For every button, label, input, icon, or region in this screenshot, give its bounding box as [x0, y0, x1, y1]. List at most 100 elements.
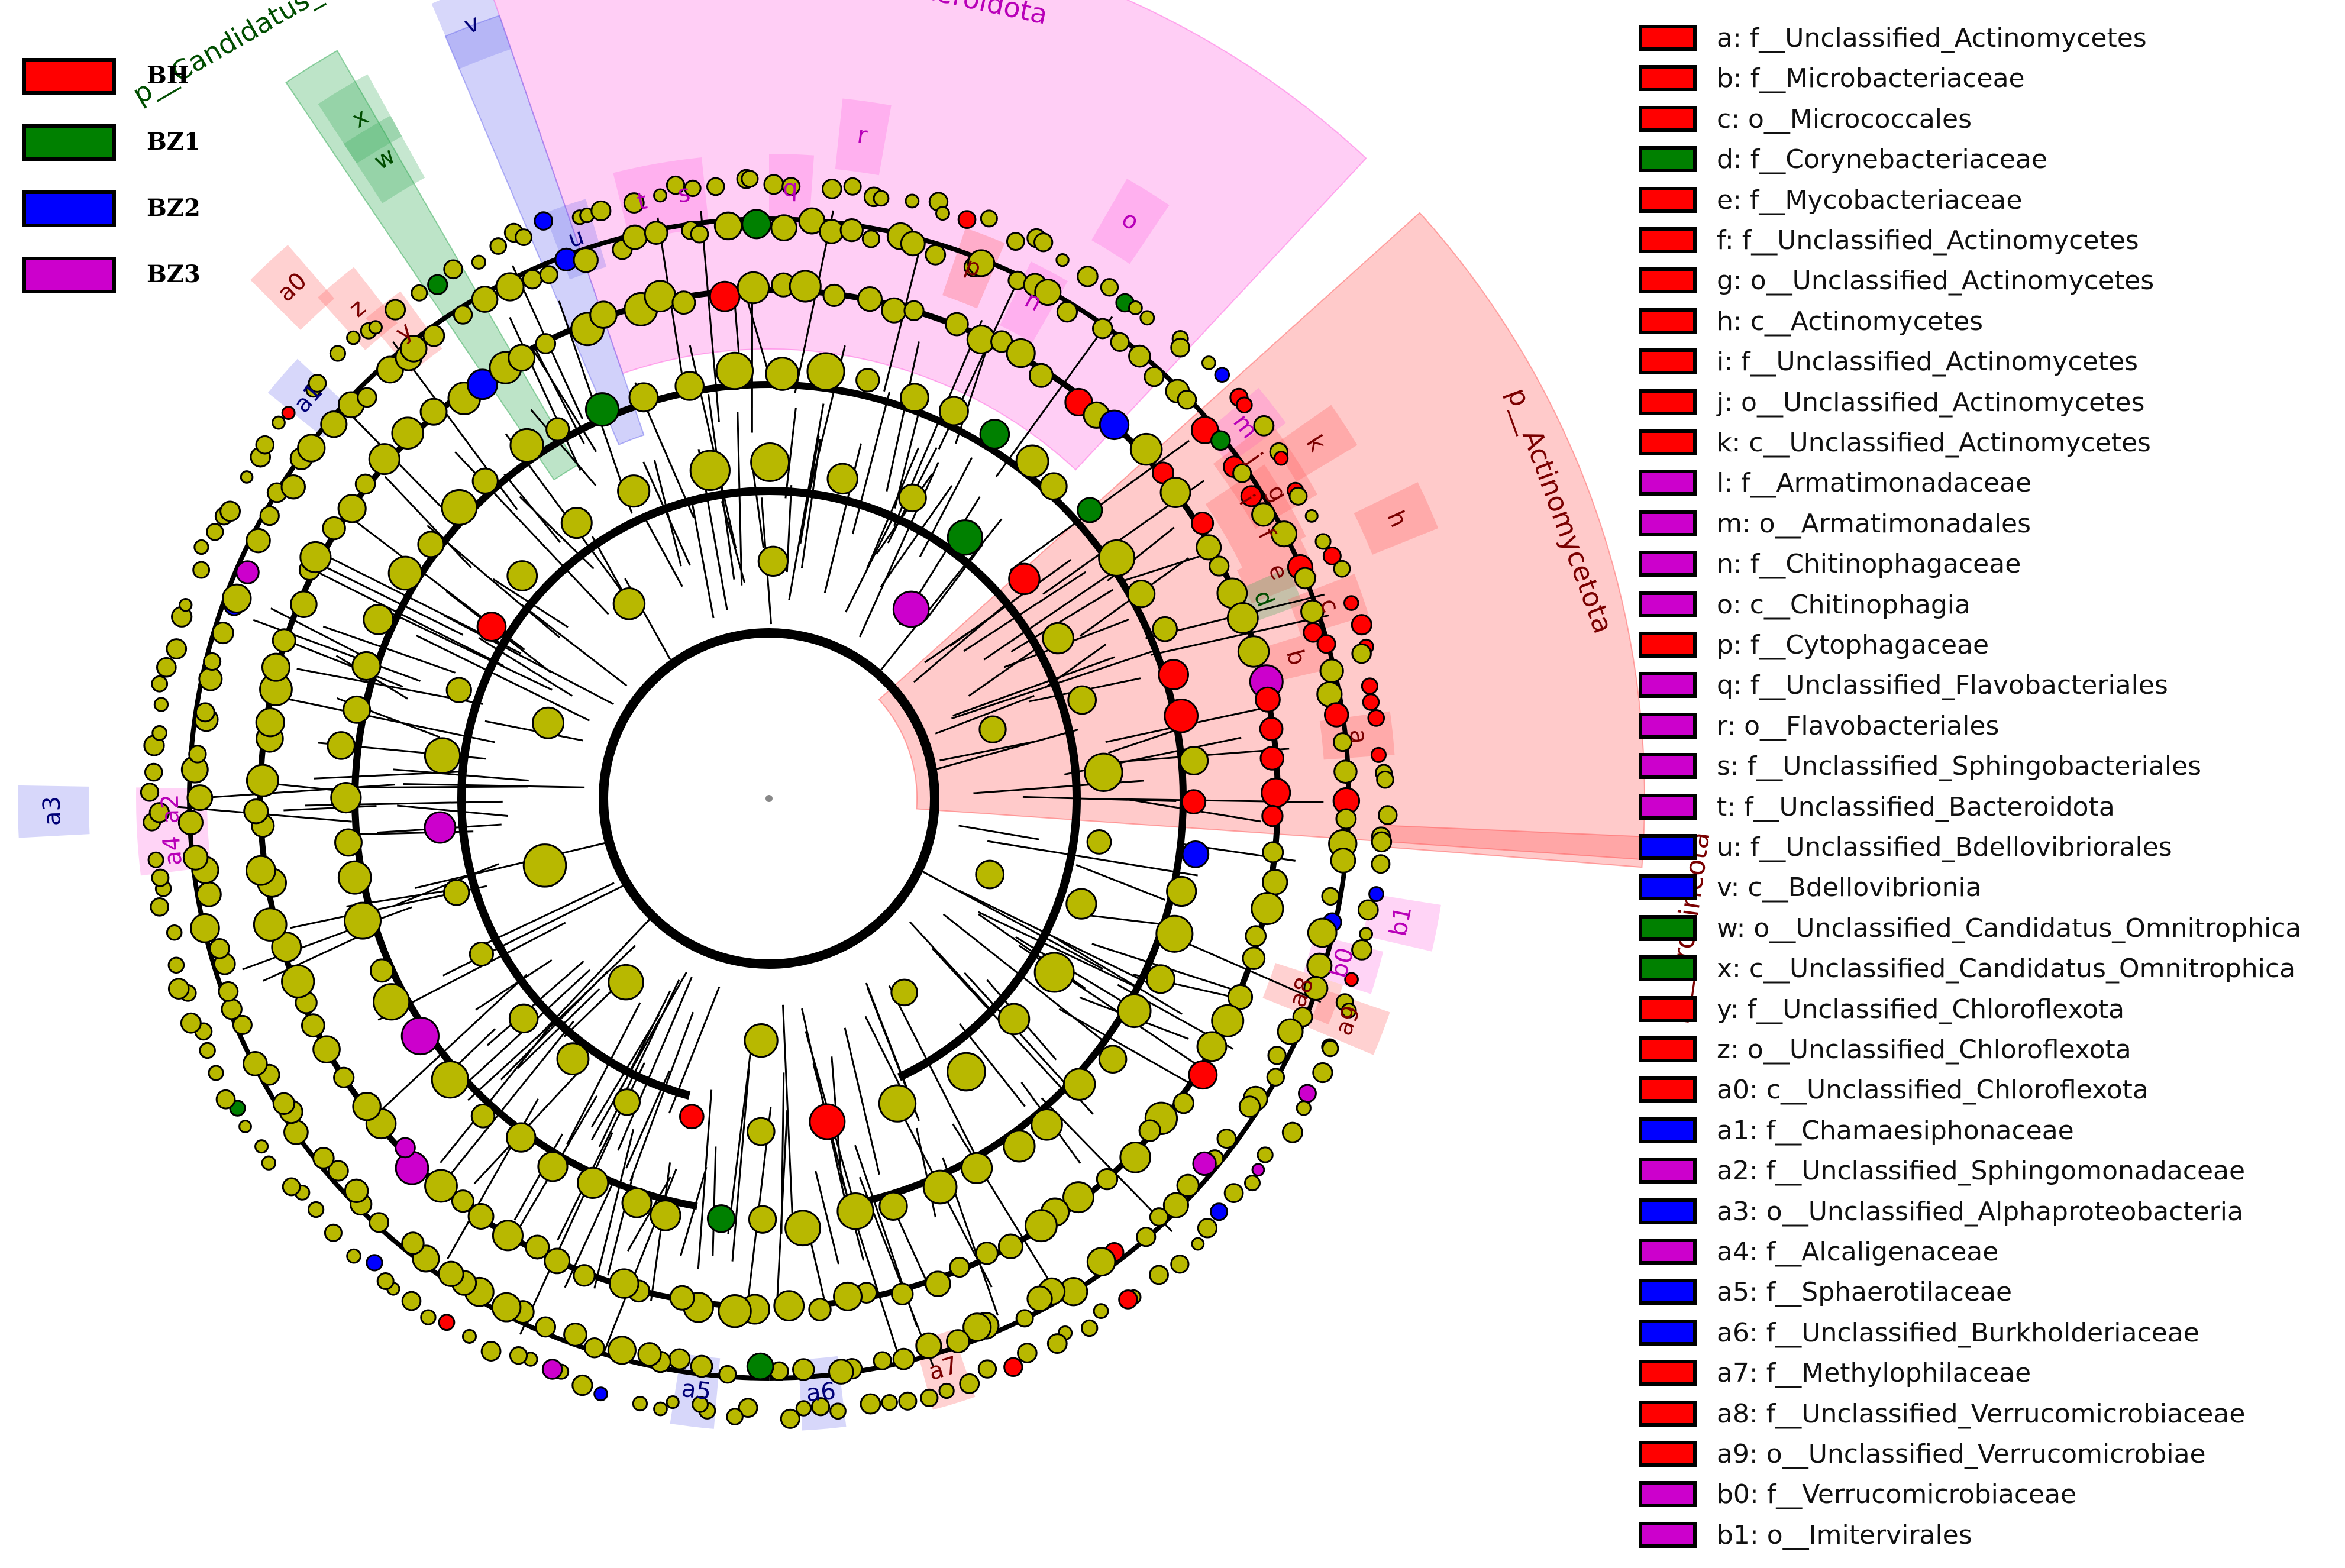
tree-node — [272, 1092, 296, 1116]
tree-node — [718, 1294, 752, 1328]
tree-node — [180, 1012, 202, 1034]
tree-node — [741, 170, 759, 188]
tree-node — [1214, 367, 1230, 383]
tree-branch — [509, 316, 582, 471]
tree-node — [1361, 677, 1379, 695]
tree-node — [1245, 925, 1267, 948]
tree-node — [1316, 634, 1336, 654]
tree-node — [346, 1248, 361, 1264]
tree-node — [344, 1178, 369, 1204]
tree-node — [765, 357, 800, 391]
tree-branch — [403, 783, 585, 788]
tree-node — [1170, 1255, 1190, 1274]
tree-branch — [530, 409, 597, 486]
tree-branch — [799, 435, 820, 544]
tree-node — [1006, 338, 1036, 368]
marker-wedge — [657, 157, 709, 234]
tree-node — [1181, 840, 1210, 868]
tree-node — [179, 598, 193, 612]
tree-branch — [440, 1020, 574, 1186]
tree-node — [560, 507, 593, 539]
tree-branch — [1010, 589, 1114, 653]
tree-node — [1192, 1151, 1217, 1176]
tree-node — [706, 177, 725, 196]
tree-node — [612, 587, 646, 620]
tree-node — [196, 881, 222, 907]
tree-node — [1277, 1018, 1304, 1045]
tree-branch — [304, 564, 505, 667]
taxa-legend-swatch — [1639, 470, 1697, 496]
tree-node — [898, 483, 927, 513]
tree-branch — [668, 986, 721, 1114]
tree-node — [299, 541, 332, 574]
tree-branch — [195, 784, 396, 800]
tree-node — [1197, 1218, 1218, 1239]
tree-node — [282, 1177, 301, 1197]
tree-branch — [924, 544, 984, 622]
tree-node — [1033, 952, 1075, 993]
taxa-legend-swatch — [1639, 308, 1697, 334]
tree-branch — [751, 464, 765, 549]
tree-node — [1240, 485, 1263, 507]
taxa-legend-item: y: f__Unclassified_Chloroflexota — [1639, 992, 2343, 1033]
tree-node — [1155, 914, 1194, 953]
taxa-legend-label: a1: f__Chamaesiphonaceae — [1717, 1115, 2074, 1146]
taxa-legend-label: t: f__Unclassified_Bacteroidota — [1717, 791, 2115, 822]
tree-node — [420, 1309, 437, 1325]
tree-node — [945, 312, 969, 337]
tree-node — [644, 221, 668, 245]
taxa-legend-label: b: f__Microbacteriaceae — [1717, 63, 2025, 94]
tree-root — [765, 795, 773, 802]
tree-node — [1371, 854, 1391, 874]
tree-branch — [270, 607, 373, 662]
tree-node — [590, 200, 612, 222]
tree-node — [354, 473, 376, 495]
taxa-legend-swatch — [1639, 1521, 1697, 1548]
tree-node — [792, 1358, 815, 1381]
tree-node — [946, 1329, 970, 1354]
tree-node — [962, 1312, 992, 1342]
tree-node — [1236, 396, 1253, 414]
taxa-legend-item: o: c__Chitinophagia — [1639, 588, 2343, 628]
tree-node — [607, 1336, 637, 1365]
tree-node — [1357, 899, 1379, 921]
tree-node — [240, 470, 254, 484]
tree-node — [1304, 509, 1319, 523]
tree-node — [401, 1291, 422, 1311]
tree-node — [810, 1397, 831, 1417]
marker-wedge — [344, 115, 425, 203]
taxa-legend-item: t: f__Unclassified_Bacteroidota — [1639, 790, 2343, 830]
tree-node — [1118, 1289, 1138, 1310]
tree-node — [1330, 847, 1356, 874]
tree-node — [343, 901, 382, 940]
tree-node — [689, 450, 731, 491]
tree-node — [312, 1147, 335, 1169]
tree-node — [1166, 875, 1197, 907]
taxa-legend-swatch — [1639, 227, 1697, 253]
tree-node — [798, 207, 826, 235]
tree-node — [346, 330, 361, 345]
tree-node — [757, 545, 789, 577]
tree-branch — [379, 974, 528, 1112]
tree-branch — [389, 612, 553, 691]
taxa-legend-swatch — [1639, 874, 1697, 901]
taxa-legend-label: g: o__Unclassified_Actinomycetes — [1717, 266, 2155, 296]
tree-branch — [959, 890, 1154, 987]
tree-node — [1062, 1068, 1096, 1101]
tree-node — [219, 500, 241, 522]
tree-node — [1211, 1004, 1245, 1037]
tree-node — [1261, 804, 1284, 827]
marker-label: a — [1344, 728, 1372, 745]
tree-branch — [535, 916, 653, 1039]
tree-node — [391, 416, 425, 450]
tree-node — [706, 1204, 736, 1233]
taxa-legend-item: j: o__Unclassified_Actinomycetes — [1639, 386, 2343, 426]
tree-node — [957, 210, 977, 229]
tree-node — [628, 382, 659, 413]
tree-branch — [995, 316, 1113, 477]
tree-ring — [457, 487, 1081, 1100]
tree-node — [826, 463, 858, 495]
tree-node — [975, 859, 1005, 890]
tree-node — [395, 1137, 416, 1159]
tree-node — [684, 179, 702, 198]
